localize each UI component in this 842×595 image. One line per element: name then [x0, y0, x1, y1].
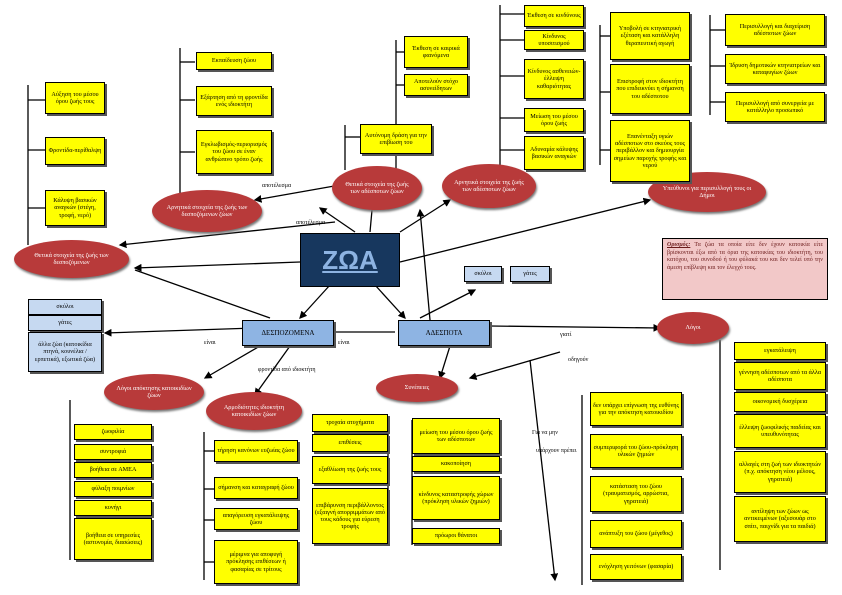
label-result-1: αποτέλεσμα — [262, 183, 292, 189]
neg-stray-right-item: Υποβολή σε κτηνιατρική εξέταση και κατάλ… — [610, 12, 690, 60]
consequence-item: τροχαία ατυχήματα — [312, 414, 388, 432]
reason-pet-item: κυνήγι — [74, 500, 152, 516]
oval-positive-stray: Θετικά στοιχεία της ζωής των αδέσποτων ζ… — [332, 166, 422, 210]
owner-duty-item: απαγόρευση εγκατάλειψης ζώου — [214, 508, 298, 530]
oval-reasons: Λόγοι — [657, 312, 729, 344]
reason-item: αλλαγές στη ζωή των ιδιοκτητών (π.χ. από… — [734, 451, 826, 493]
neg-stray-mid-item: Κίνδυνος υποσιτισμού — [524, 30, 584, 50]
owned-type-dogs: σκύλοι — [28, 299, 102, 315]
label-because: γιατί — [560, 332, 572, 338]
prevent-item: ανάπτυξη του ζώου (μέγεθος) — [590, 520, 682, 548]
oval-reasons-pet: Λόγοι απόκτησης κατοικιδίων ζώων — [104, 374, 204, 410]
reason-pet-item: συντροφιά — [74, 444, 152, 460]
label-result-2: αποτέλεσμα — [296, 220, 326, 226]
definition-term: Ορισμός: — [667, 242, 691, 248]
prevent-item: συμπεριφορά του ζώου-πρόκληση υλικών ζημ… — [590, 434, 682, 468]
label-must: υπάρχουν πρέπει — [536, 448, 577, 454]
neg-stray-mid-item: Αδυναμία κάλυψης βασικών αναγκών — [524, 136, 584, 170]
label-to-not: Για να μην — [532, 430, 558, 436]
prevent-item: κατάσταση του ζώου (τραυματισμός, αρρώστ… — [590, 476, 682, 512]
consequence-item: κίνδυνος καταστροφής χώρων (πρόκληση υλι… — [412, 476, 500, 520]
oval-negative-stray: Αρνητικά στοιχεία της ζωής των αδέσποτων… — [442, 164, 536, 208]
pos-owned-item: Φροντίδα-περίθαλψη — [45, 137, 105, 165]
neg-stray-mid-item: Μείωση του μέσου όρου ζωής — [524, 108, 584, 132]
neg-stray-mid-item: Έκθεση σε κινδύνους — [524, 5, 584, 27]
reason-pet-item: φύλαξη ποιμνίων — [74, 481, 152, 497]
oval-positive-owned: Θετικά στοιχεία της ζωής των δεσποζόμενω… — [14, 240, 129, 278]
definition-text: Τα ζώα τα οποία είτε δεν έχουν κατοικία … — [667, 242, 823, 271]
reason-pet-item: βοήθεια σε ΑΜΕΑ — [74, 462, 152, 478]
neg-owned-item: Εγκλωβισμός-περιορισμός του ζώου σε έναν… — [196, 130, 272, 174]
label-lead: οδηγούν — [568, 357, 589, 363]
neg-stray-mid-item: Κίνδυνος ασθενειών-έλλειψη καθαριότητας — [524, 59, 584, 99]
pos-owned-item: Αύξηση του μέσου όρου ζωής τους — [45, 82, 105, 114]
prevent-item: ενόχληση γειτόνων (φασαρία) — [590, 554, 682, 580]
neg-owned-item: Εκπαίδευση ζώου — [196, 52, 272, 70]
definition-box: Ορισμός: Τα ζώα τα οποία είτε δεν έχουν … — [662, 238, 828, 300]
oval-consequences: Συνέπειες — [376, 374, 458, 402]
neg-stray-left-item: Έκθεση σε καιρικά φαινόμενα — [404, 36, 468, 68]
owned-type-other: άλλα ζώα (κατοικίδια πτηνά, κουνέλια /ερ… — [28, 332, 102, 372]
consequence-item: εξαθλίωση της ζωής τους — [312, 456, 388, 484]
oval-negative-owned: Αρνητικά στοιχεία της ζωής των δεσποζόμε… — [152, 190, 262, 232]
neg-stray-right-item: Επιστροφή στον ιδιοκτήτη που επιδεικνύει… — [610, 64, 690, 114]
label-are-2: είναι — [338, 340, 350, 346]
reason-item: γέννηση αδέσποτων από τα άλλα αδέσποτα — [734, 362, 826, 390]
owner-duty-item: τήρηση κανόνων ευζωίας ζώου — [214, 440, 298, 462]
page-title: ΖΩΑ — [300, 233, 400, 287]
reason-item: έλλειψη ζωοφιλικής παιδείας και υπευθυνό… — [734, 414, 826, 448]
neg-stray-right-item: Επανένταξη υγιών αδέσποτων στο σκεύος το… — [610, 120, 690, 182]
municipal-item: Ίδρυση δημοτικών κτηνιατρείων και καταφυ… — [725, 54, 825, 84]
neg-stray-left-item: Αποτελούν στόχο ασυνείδητων — [404, 74, 468, 96]
consequence-item: επιθέσεις — [312, 434, 388, 452]
consequence-item: μείωση του μέσου όρου ζωής των αδέσποτων — [412, 418, 500, 454]
label-are: είναι — [204, 340, 216, 346]
consequence-item: επιβάρυνση περιβάλλοντος (εξαιγνή απορρι… — [312, 488, 388, 544]
reason-pet-item: ζωοφιλία — [74, 424, 152, 440]
pos-owned-item: Κάλυψη βασικών αναγκών (στέγη, τροφή, νε… — [45, 190, 105, 226]
pos-stray-item: Αυτόνομη δράση για την επιβίωση του — [360, 124, 432, 154]
consequence-item: πρόωροι θάνατοι — [412, 528, 500, 544]
oval-owner-duties: Αρμοδιότητες ιδιοκτήτη κατοικιδίων ζώων — [206, 392, 302, 430]
reason-item: αντίληψη των ζώων ως αντικειμένων (αξεσο… — [734, 496, 826, 542]
consequence-item: κακοποίηση — [412, 456, 500, 472]
reason-pet-item: βοήθεια σε υπηρεσίες (αστυνομία, διασώσε… — [74, 518, 152, 560]
prevent-item: δεν υπάρχει επίγνωση της ευθύνης για την… — [590, 392, 682, 426]
owned-type-cats: γάτες — [28, 315, 102, 331]
municipal-item: Περισυλλογή από συνεργεία με κατάλληλο π… — [725, 92, 825, 122]
stray-type-cats: γάτες — [510, 266, 550, 282]
stray-box: ΑΔΕΣΠΟΤΑ — [398, 320, 490, 346]
reason-item: οικονομική δυσχέρεια — [734, 392, 826, 412]
label-owner-care: φροντίδα από ιδιοκτήτη — [258, 367, 316, 373]
stray-type-dogs: σκύλοι — [464, 266, 502, 282]
reason-item: εγκατάλειψη — [734, 342, 826, 360]
owner-duty-item: μέριμνα για αποφυγή πρόκλησης επιθέσεων … — [214, 540, 298, 584]
neg-owned-item: Εξάρτηση από τη φροντίδα ενός ιδιοκτήτη — [196, 86, 272, 116]
owner-duty-item: σήμανση και καταγραφή ζώου — [214, 477, 298, 499]
owned-box: ΔΕΣΠΟΖΟΜΕΝΑ — [242, 320, 334, 346]
municipal-item: Περισυλλογή και διαχείριση αδέσποτων ζώω… — [725, 14, 825, 46]
